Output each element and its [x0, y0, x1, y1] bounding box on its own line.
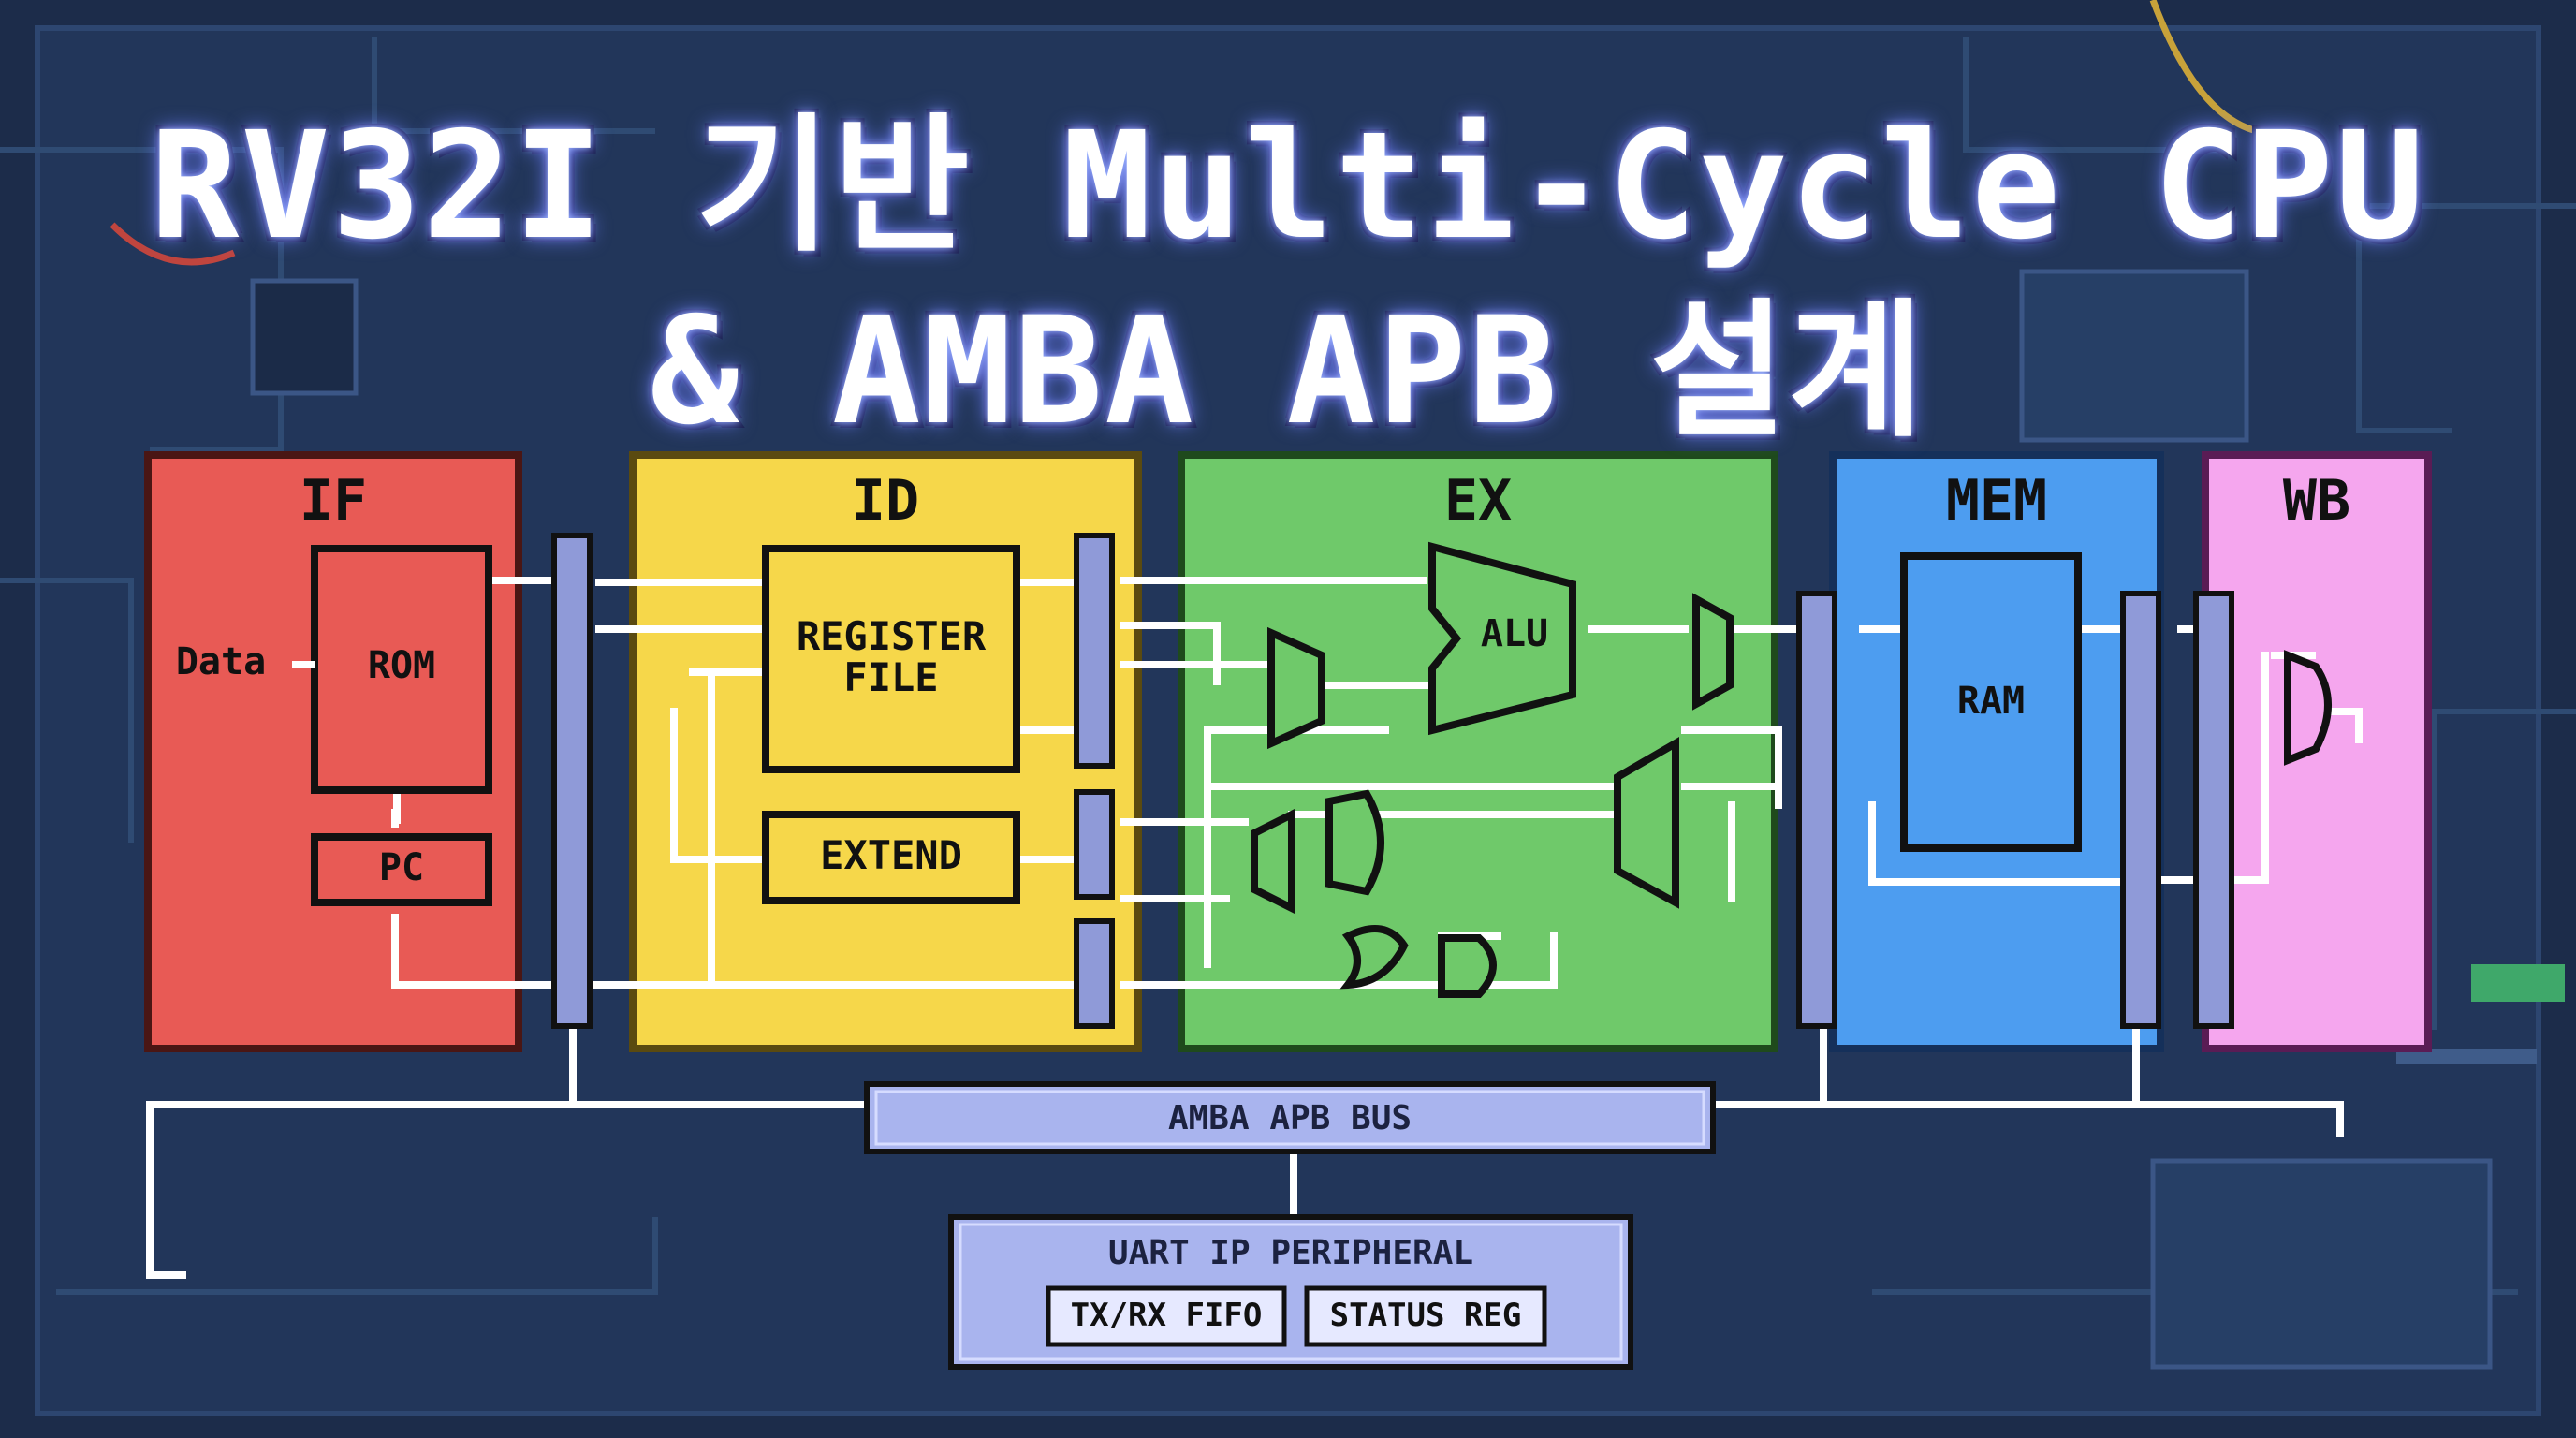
mem-wb-register-2: [2193, 591, 2234, 1029]
ram-block: [1900, 552, 2082, 852]
stage-label-id: ID: [851, 468, 920, 534]
register-file-block: [762, 545, 1020, 773]
txrx-fifo-label: TX/RX FIFO: [1070, 1297, 1263, 1334]
ram-label: RAM: [1956, 680, 2026, 723]
mux-2: [1692, 593, 1734, 711]
if-blocks: [292, 545, 492, 906]
gate-2: [1339, 925, 1409, 990]
data-input-label: Data: [175, 640, 267, 683]
alu-label: ALU: [1480, 612, 1549, 655]
alu-shape: [1428, 541, 1576, 736]
txrx-fifo-box: [1046, 1285, 1287, 1347]
id-ex-register-2: [1074, 789, 1115, 900]
stage-label-if: IF: [299, 468, 368, 534]
ex-elements: [1251, 541, 1734, 998]
mux-4: [1251, 808, 1295, 915]
id-ex-register-3: [1074, 918, 1115, 1029]
uart-peripheral-graphic: [948, 1214, 1633, 1370]
id-ex-register-1: [1074, 533, 1115, 769]
pc-label: PC: [378, 846, 425, 889]
wb-mux: [2284, 650, 2332, 766]
extend-block: [762, 811, 1020, 904]
status-reg-box: [1304, 1285, 1547, 1347]
mux-1: [1267, 626, 1325, 750]
pc-block: [311, 833, 492, 906]
mem-wb-register-1: [2120, 591, 2161, 1029]
ex-mem-register: [1796, 591, 1837, 1029]
status-reg-label: STATUS REG: [1329, 1297, 1522, 1334]
register-file-label: REGISTER FILE: [796, 613, 987, 701]
gate-1: [1325, 789, 1384, 896]
mux-3: [1614, 737, 1679, 909]
if-id-register: [551, 533, 593, 1029]
datapath-wires: [146, 577, 2363, 1279]
uart-peripheral-title: UART IP PERIPHERAL: [1107, 1234, 1474, 1272]
gate-3: [1438, 934, 1497, 998]
pipeline-registers: [551, 533, 2234, 1029]
rom-block: [311, 545, 492, 794]
amba-apb-bus-label: AMBA APB BUS: [1167, 1099, 1412, 1137]
page-title-line1: RV32I 기반 Multi-Cycle CPU: [150, 100, 2426, 272]
rom-label: ROM: [367, 644, 436, 687]
id-blocks: [762, 545, 1020, 904]
extend-label: EXTEND: [820, 832, 962, 878]
stage-label-wb: WB: [2282, 468, 2351, 534]
stage-label-ex: EX: [1443, 468, 1513, 534]
amba-apb-bus-graphic: [864, 1081, 1716, 1154]
page-title-line2: & AMBA APB 설계: [650, 286, 1926, 458]
stage-label-mem: MEM: [1945, 468, 2048, 534]
mem-wb-elements: [1900, 552, 2332, 852]
